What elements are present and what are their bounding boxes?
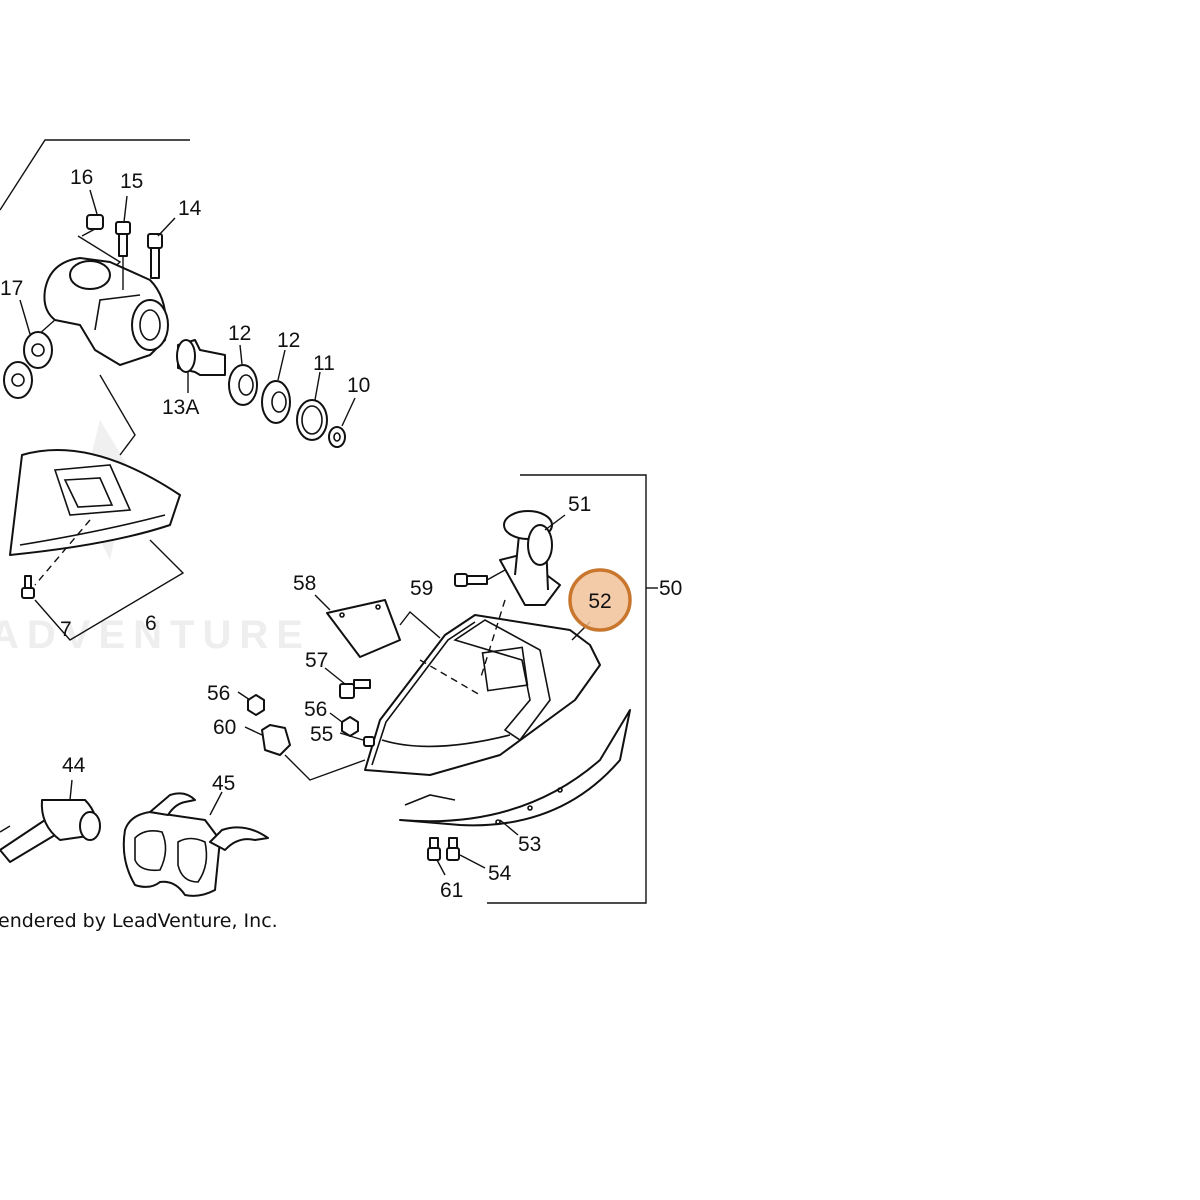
- label-54: 54: [488, 862, 512, 885]
- snap-ring-11-icon: [296, 399, 328, 441]
- highlighted-part-52[interactable]: 52: [568, 568, 632, 641]
- label-11: 11: [313, 352, 335, 375]
- bolt-15-icon: [115, 221, 131, 290]
- blade-53-icon: [399, 709, 631, 836]
- label-60: 60: [213, 716, 236, 739]
- label-56a: 56: [207, 682, 230, 705]
- screw-7-icon: [21, 575, 35, 599]
- highlight-circle[interactable]: [568, 568, 632, 632]
- bearing-12a-icon: [228, 364, 258, 406]
- bracket-51-icon: [499, 510, 566, 606]
- spindle-13a-icon: [176, 339, 226, 376]
- safety-goggles-45-icon: [122, 791, 269, 897]
- bearing-12b-icon: [261, 380, 291, 424]
- label-55: 55: [310, 723, 333, 746]
- bracket-60-icon: [244, 724, 291, 756]
- guard-6-icon: [9, 374, 181, 586]
- label-45: 45: [212, 772, 235, 795]
- label-12a: 12: [228, 322, 251, 345]
- label-17: 17: [0, 277, 23, 300]
- washer-10-icon: [328, 426, 346, 448]
- label-6: 6: [145, 612, 157, 635]
- label-59: 59: [410, 577, 433, 600]
- label-61: 61: [440, 879, 463, 902]
- screw-55-icon: [339, 732, 375, 747]
- credit-text: endered by LeadVenture, Inc.: [0, 910, 278, 932]
- label-52: 52: [588, 590, 611, 613]
- wrench-44-icon: [0, 779, 101, 863]
- label-56b: 56: [304, 698, 327, 721]
- label-10: 10: [347, 374, 370, 397]
- watermark-text: ADVENTURE: [0, 613, 311, 657]
- leader-60-55: [284, 754, 366, 781]
- bolt-54-icon: [446, 837, 486, 869]
- label-12b: 12: [277, 329, 300, 352]
- bolt-14-icon: [147, 233, 163, 279]
- screw-16-icon: [81, 214, 104, 237]
- label-51: 51: [568, 493, 591, 516]
- bearing-17-icon: [3, 331, 53, 399]
- label-57: 57: [305, 649, 328, 672]
- leader-6-7: [34, 539, 185, 641]
- label-7: 7: [60, 618, 72, 641]
- label-14: 14: [178, 197, 202, 220]
- bolt-61-icon: [427, 837, 446, 876]
- plate-58-icon: [314, 594, 441, 658]
- label-13a: 13A: [162, 396, 199, 419]
- nut-56a-icon: [237, 691, 265, 716]
- guard-52-icon: [364, 599, 601, 776]
- assembly-50-bracket: [487, 474, 647, 904]
- label-15: 15: [120, 170, 143, 193]
- bolt-57-icon: [324, 667, 371, 699]
- bolt-59-icon: [454, 569, 506, 587]
- label-44: 44: [62, 754, 86, 777]
- label-50: 50: [659, 577, 682, 600]
- label-53: 53: [518, 833, 541, 856]
- upper-leader-lines: [19, 189, 356, 427]
- part-labels: 16 15 14 17 12 12 11 10 13A 51 50 59 58 …: [0, 166, 682, 902]
- label-58: 58: [293, 572, 316, 595]
- nut-56b-icon: [329, 712, 359, 737]
- gear-head-housing: [43, 257, 169, 366]
- label-16: 16: [70, 166, 93, 189]
